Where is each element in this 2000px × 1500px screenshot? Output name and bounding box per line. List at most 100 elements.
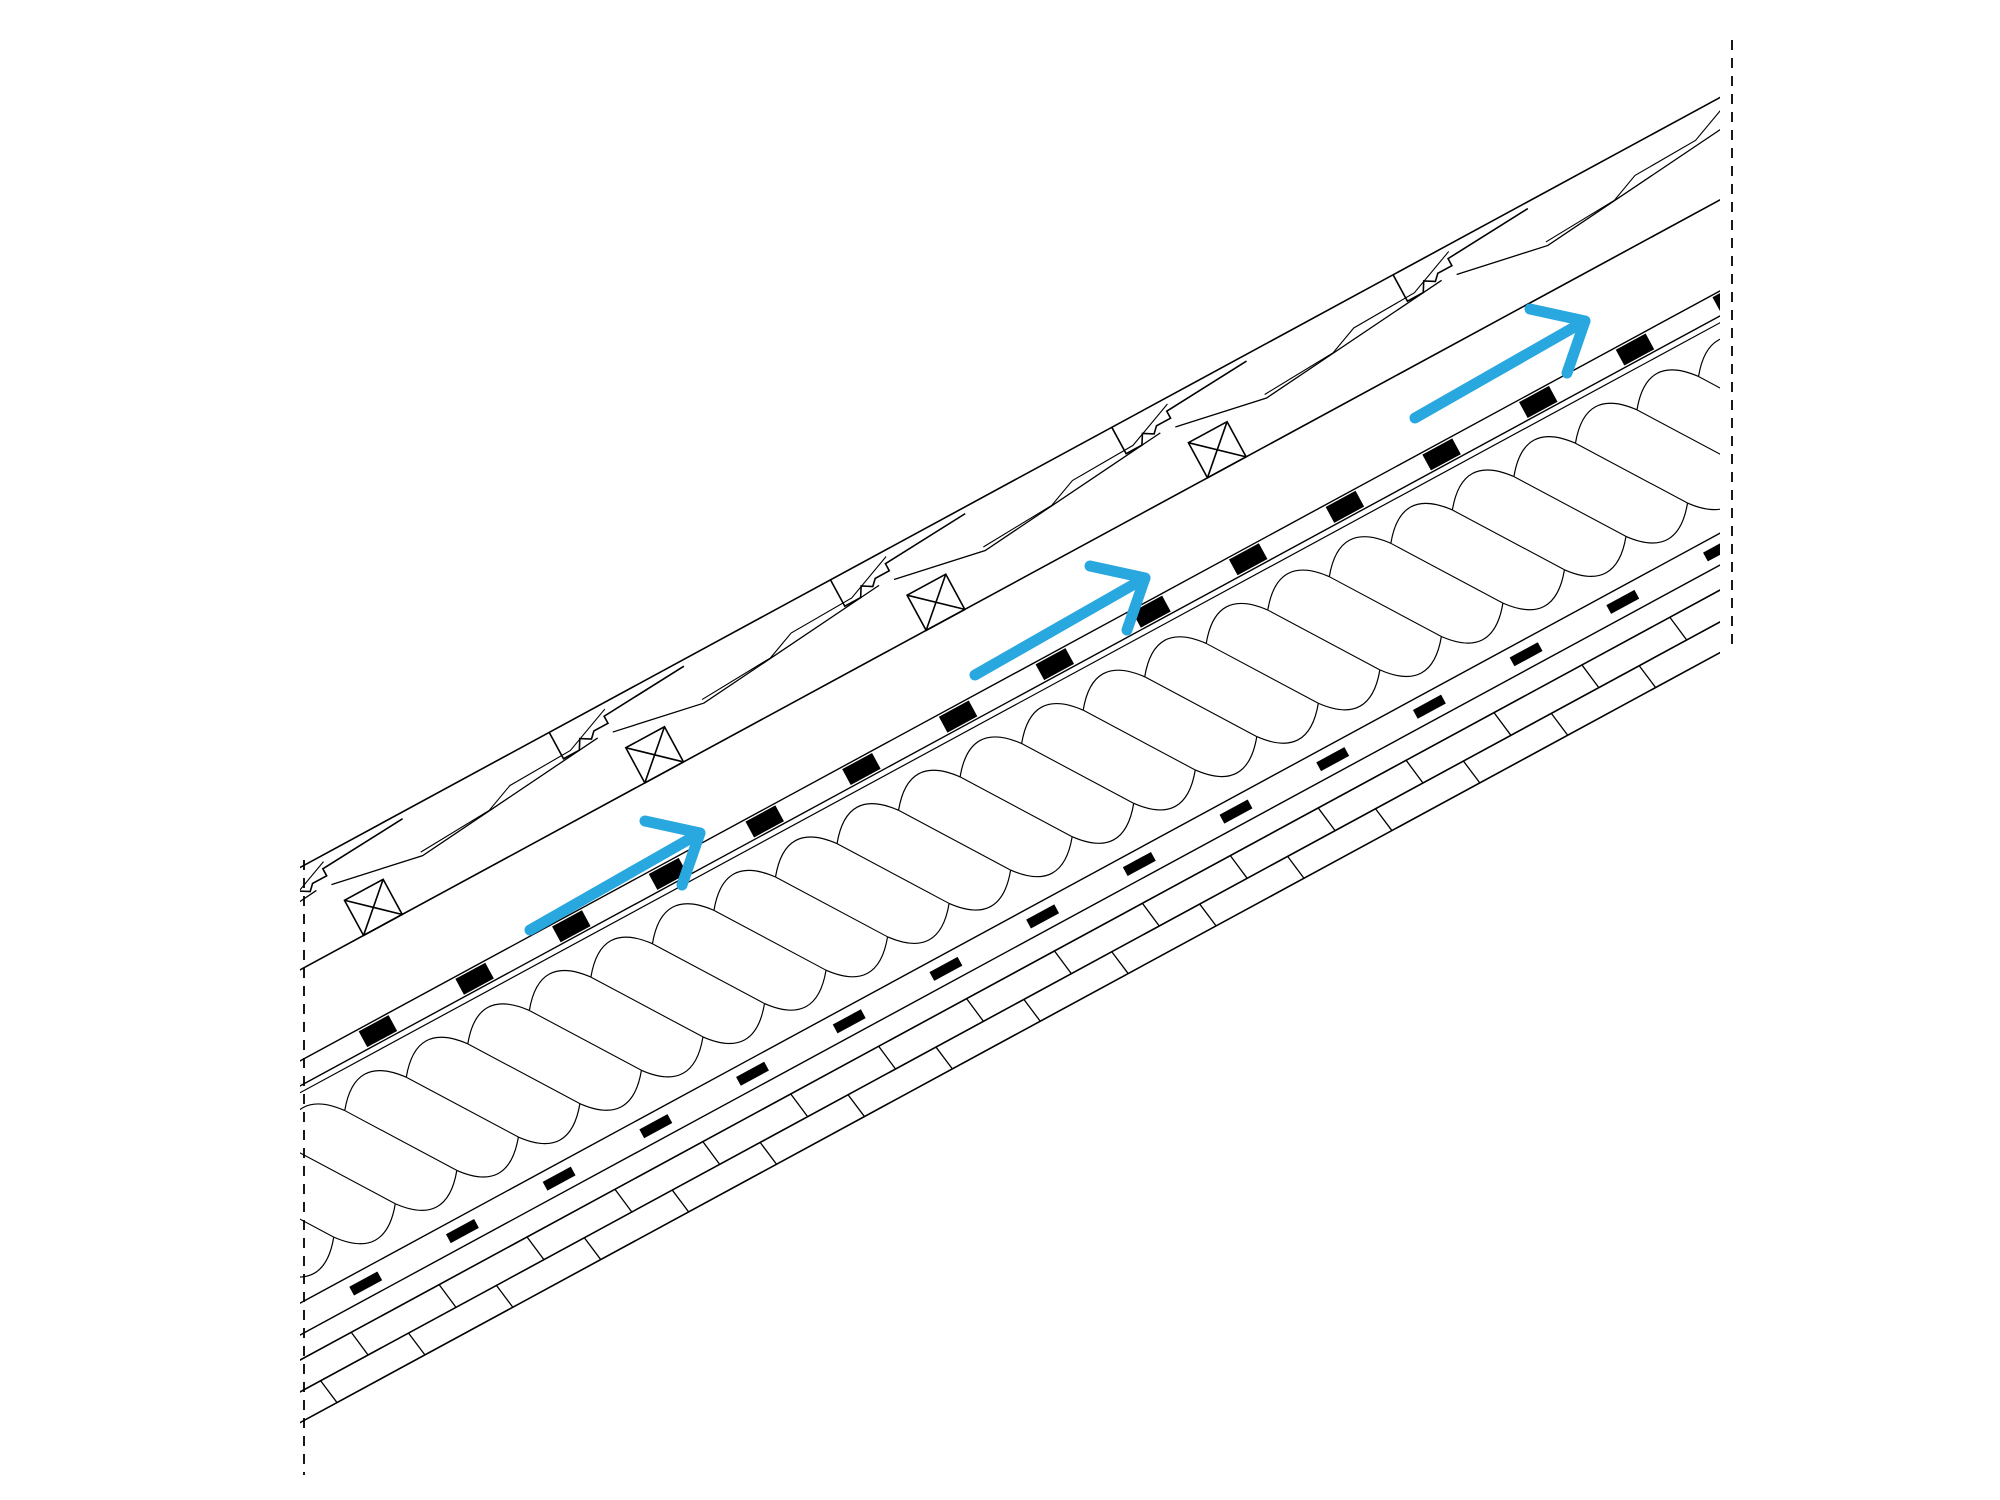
insulation-diagonal	[300, 1176, 335, 1238]
insulation-loop-top	[1205, 602, 1269, 644]
insulation-diagonal	[467, 1043, 581, 1105]
insulation-loop-bottom	[1010, 836, 1073, 878]
insulation-diagonal	[1575, 442, 1688, 504]
insulation-loop-top	[1934, 190, 2000, 243]
membrane-dash	[938, 700, 978, 733]
membrane-dash	[842, 752, 881, 786]
insulation-loop-top	[1697, 335, 1720, 377]
membrane-bottom-edge-a	[300, 320, 1720, 1347]
insulation-loop-bottom	[1502, 569, 1566, 611]
membrane-dash	[1509, 642, 1543, 667]
insulation-loop-top	[1390, 502, 1453, 544]
insulation-loop-bottom	[887, 903, 950, 945]
slope-group	[211, 0, 2000, 1439]
insulation-loop-top	[590, 936, 653, 978]
insulation-loop-bottom	[1379, 636, 1442, 678]
lining-joint	[1758, 568, 1775, 595]
insulation-loop-top	[1513, 436, 1576, 477]
membrane-dash	[639, 1114, 673, 1139]
membrane-dash	[455, 962, 494, 995]
insulation-top-edge	[300, 157, 1720, 1184]
lining-joint	[1199, 903, 1217, 927]
insulation-loop-top	[1144, 636, 1207, 677]
membrane-dash	[349, 1271, 383, 1296]
membrane-dash	[929, 956, 963, 981]
membrane-dash	[648, 857, 688, 890]
lining-joint	[1405, 759, 1424, 784]
insulation-diagonal	[898, 809, 1011, 871]
insulation-diagonal	[1513, 476, 1627, 537]
insulation-diagonal	[1329, 576, 1442, 637]
tile-profile-icon	[300, 861, 324, 1038]
lining-joint	[1550, 713, 1569, 736]
lining-joint	[702, 1141, 721, 1165]
insulation-loop-bottom	[395, 1170, 458, 1211]
lining-joint	[1815, 568, 1831, 594]
insulation-loop-top	[774, 836, 838, 878]
insulation-diagonal	[1267, 609, 1381, 671]
insulation-loop-bottom	[1995, 303, 2000, 356]
lining-joint	[1023, 999, 1041, 1022]
membrane-dash	[1606, 589, 1640, 614]
insulation-loop-bottom	[1934, 336, 2000, 389]
tile-top-line	[300, 0, 1720, 1010]
insulation-loop-top	[713, 869, 776, 911]
membrane-dash	[1026, 904, 1060, 929]
membrane-dash	[736, 1061, 769, 1086]
membrane-dash	[552, 910, 591, 943]
insulation-loop-bottom	[641, 1036, 704, 1078]
insulation-loop-bottom	[1564, 536, 1627, 577]
crossed-box-icon	[624, 725, 685, 784]
insulation-loop-bottom	[1749, 436, 1821, 489]
membrane-dash	[1035, 648, 1075, 681]
membrane-top-edge-b	[300, 152, 1720, 1179]
lining-joint	[350, 1331, 369, 1356]
lining-joint	[1934, 472, 1951, 499]
lining-line-1	[300, 363, 1720, 1391]
insulation-loop-top	[1267, 569, 1330, 611]
membrane-dash	[1412, 694, 1446, 719]
insulation-loop-top	[405, 1036, 469, 1078]
insulation-loop-bottom	[300, 1237, 335, 1278]
membrane-dash	[445, 1219, 479, 1244]
insulation-loop-top	[344, 1070, 407, 1111]
membrane-dash	[1316, 747, 1350, 772]
insulation-loop-top	[1021, 702, 1084, 744]
membrane-top-edge-a	[300, 132, 1720, 1159]
membrane-dash	[1132, 595, 1171, 628]
lining-joint	[1229, 855, 1248, 879]
airflow-arrow-icon	[1409, 303, 1591, 424]
lining-joint	[1903, 521, 1919, 547]
lining-line-2	[300, 388, 1720, 1415]
lining-joint	[1141, 902, 1160, 927]
insulation-loop-bottom	[1625, 502, 1689, 544]
membrane-dash	[1809, 229, 1847, 261]
insulation-diagonal	[344, 1110, 458, 1171]
membrane-dash	[1615, 333, 1655, 366]
lining-joint	[790, 1093, 809, 1118]
insulation-diagonal	[1822, 276, 1934, 403]
tile-profile-icon	[548, 556, 887, 760]
insulation-loop-bottom	[948, 869, 1012, 911]
insulation-loop-top	[1451, 469, 1515, 511]
lining-joint	[408, 1332, 426, 1356]
insulation-loop-bottom	[1811, 403, 1883, 456]
lining-joint	[495, 1285, 514, 1308]
insulation-loop-top	[300, 1103, 345, 1145]
membrane-dash	[1993, 380, 2000, 404]
membrane-dash	[745, 805, 784, 838]
insulation-loop-top	[1995, 156, 2000, 209]
lining-joint	[847, 1094, 865, 1117]
lining-joint	[1581, 664, 1600, 689]
insulation-diagonal	[529, 1009, 642, 1071]
crossed-box-icon	[1187, 420, 1248, 479]
insulation-loop-top	[1811, 257, 1883, 310]
airflow-arrows	[524, 303, 1591, 936]
membrane-top	[300, 229, 1847, 1100]
insulation-loop-top	[1872, 223, 1944, 276]
lining-joint	[935, 1046, 953, 1070]
insulation-loop-top	[211, 1124, 283, 1177]
insulation-loop-top	[1749, 290, 1821, 343]
insulation-loop-top	[1328, 536, 1392, 577]
tile-profile-icon	[300, 708, 606, 913]
